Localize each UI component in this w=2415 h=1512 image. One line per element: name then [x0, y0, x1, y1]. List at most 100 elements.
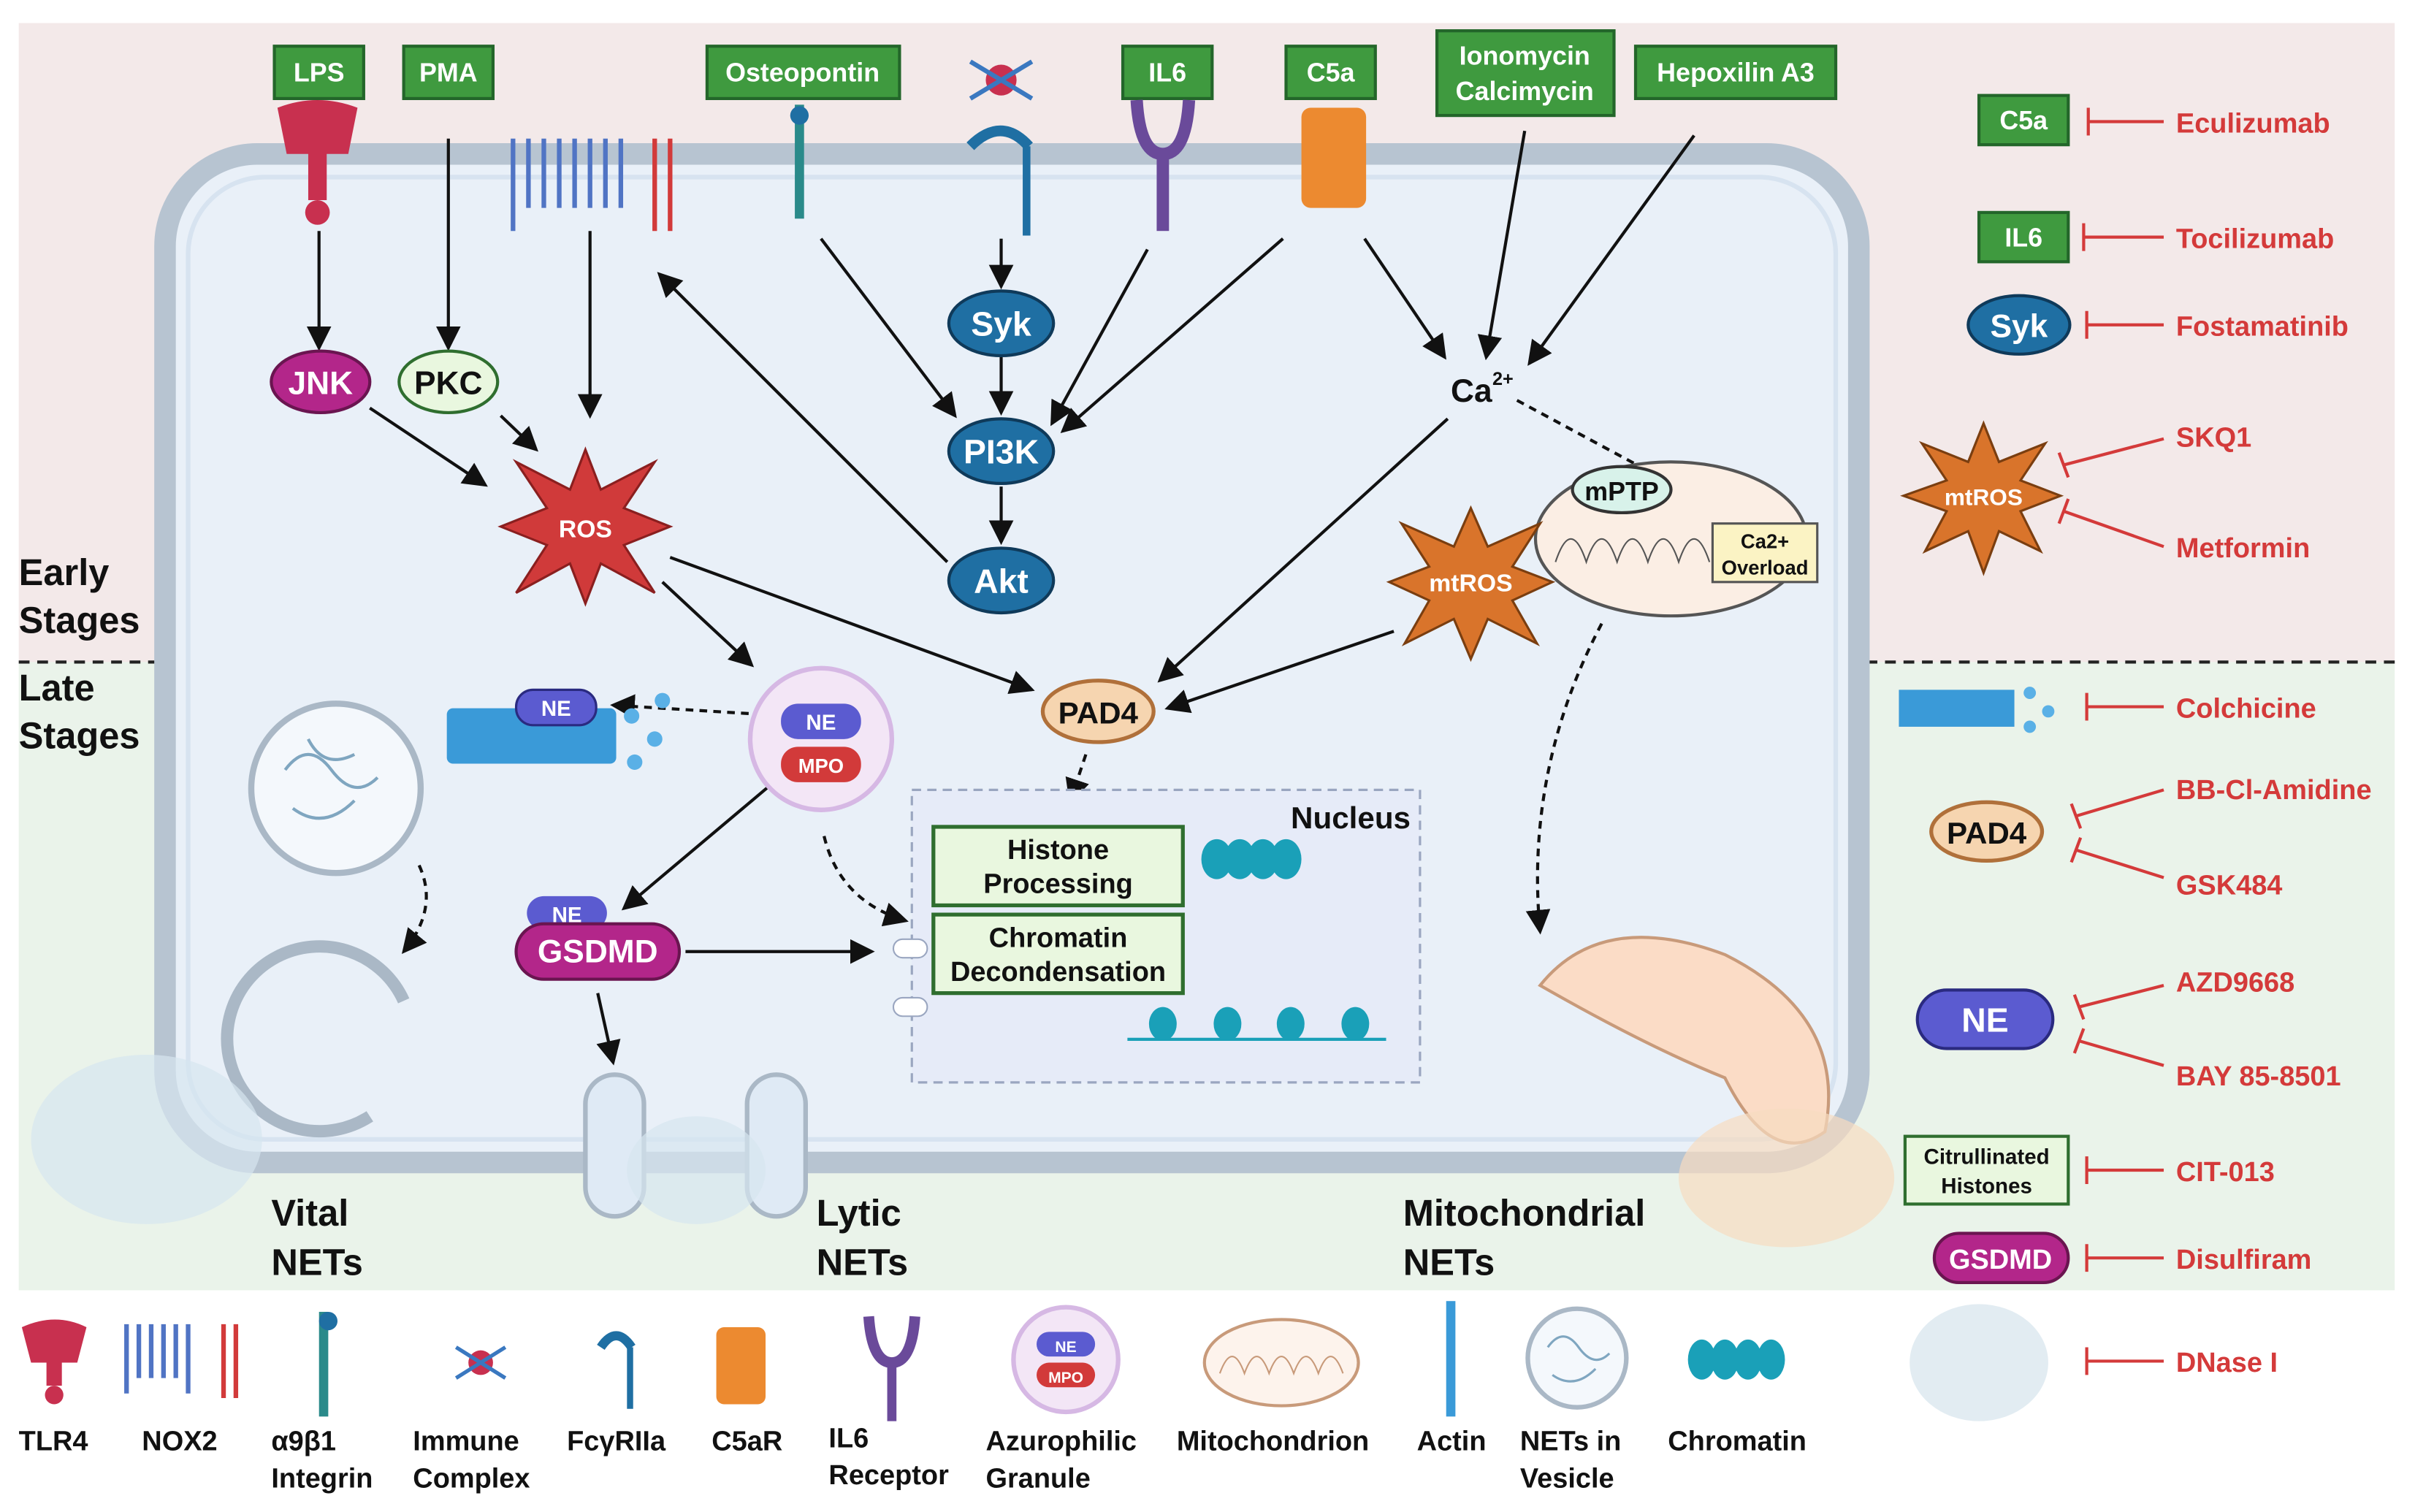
- svg-text:Stages: Stages: [19, 714, 140, 756]
- svg-text:Citrullinated: Citrullinated: [1924, 1145, 2050, 1169]
- svg-text:AZD9668: AZD9668: [2176, 968, 2294, 999]
- svg-text:Processing: Processing: [983, 869, 1133, 900]
- svg-text:Azurophilic: Azurophilic: [985, 1427, 1137, 1457]
- nox2-icon: [511, 138, 673, 232]
- svg-text:Mitochondrion: Mitochondrion: [1177, 1427, 1369, 1457]
- azurophilic-granule: NE MPO: [747, 665, 895, 812]
- stimulus-osteopontin: Osteopontin: [705, 45, 901, 101]
- svg-text:Histones: Histones: [1941, 1175, 2032, 1199]
- legend-chromatin: Chromatin: [1668, 1339, 1807, 1457]
- svg-text:Metformin: Metformin: [2176, 533, 2310, 564]
- svg-text:Chromatin: Chromatin: [1668, 1427, 1807, 1457]
- c5ar-icon: [1301, 107, 1367, 208]
- condensed-chromatin-icon: [1201, 839, 1302, 879]
- svg-text:α9β1: α9β1: [271, 1427, 336, 1457]
- svg-text:mPTP: mPTP: [1584, 477, 1659, 506]
- svg-text:C5aR: C5aR: [711, 1427, 782, 1457]
- svg-text:PMA: PMA: [419, 58, 478, 88]
- pi3k-node: PI3K: [947, 417, 1056, 486]
- svg-text:Disulfiram: Disulfiram: [2176, 1245, 2312, 1275]
- svg-text:GSK484: GSK484: [2176, 871, 2283, 901]
- svg-text:Tocilizumab: Tocilizumab: [2176, 224, 2334, 254]
- svg-text:Akt: Akt: [974, 562, 1029, 600]
- svg-text:Ionomycin: Ionomycin: [1460, 42, 1590, 71]
- svg-text:IL6: IL6: [828, 1423, 869, 1454]
- svg-text:Chromatin: Chromatin: [989, 923, 1128, 953]
- nuclear-pore: [892, 938, 928, 959]
- tlr4-receptor-icon: [277, 100, 358, 225]
- ca-overload-box: Ca2+Overload: [1711, 522, 1819, 584]
- svg-text:Nucleus: Nucleus: [1291, 801, 1411, 835]
- svg-text:Vital: Vital: [271, 1192, 348, 1234]
- svg-text:mtROS: mtROS: [1429, 569, 1512, 597]
- svg-text:GSDMD: GSDMD: [538, 933, 658, 969]
- mitochondrion-swollen-icon: [1538, 936, 1895, 1248]
- therapy-colchicine: Colchicine: [1899, 687, 2316, 733]
- svg-text:Syk: Syk: [971, 305, 1031, 343]
- svg-text:C5a: C5a: [1307, 58, 1356, 88]
- svg-text:2+: 2+: [1492, 369, 1514, 389]
- svg-text:DNase I: DNase I: [2176, 1348, 2278, 1378]
- svg-text:NETs: NETs: [271, 1241, 363, 1283]
- ne-on-microtubule: NE: [514, 688, 598, 727]
- svg-text:NE: NE: [1961, 1001, 2008, 1039]
- svg-text:PKC: PKC: [414, 366, 482, 402]
- akt-node: Akt: [947, 546, 1056, 615]
- svg-text:NETs: NETs: [1403, 1241, 1495, 1283]
- legend-fcgriia: FcγRIIa: [567, 1331, 666, 1457]
- svg-text:NE: NE: [541, 697, 571, 721]
- integrin-icon: [790, 104, 809, 219]
- svg-text:TLR4: TLR4: [19, 1427, 88, 1457]
- stimulus-hepoxilin-a3: Hepoxilin A3: [1633, 45, 1838, 101]
- legend-actin: Actin: [1417, 1301, 1487, 1457]
- svg-text:GSDMD: GSDMD: [1949, 1245, 2052, 1275]
- svg-text:Histone: Histone: [1007, 835, 1109, 866]
- svg-text:Actin: Actin: [1417, 1427, 1487, 1457]
- svg-text:MPO: MPO: [798, 755, 844, 777]
- pkc-node: PKC: [397, 349, 500, 415]
- svg-text:BAY 85-8501: BAY 85-8501: [2176, 1061, 2341, 1092]
- svg-text:Decondensation: Decondensation: [950, 957, 1166, 988]
- pad4-node: PAD4: [1040, 679, 1156, 744]
- immune-complex-icon: [969, 59, 1034, 101]
- legend-nets-vesicle: NETs in Vesicle: [1520, 1306, 1629, 1494]
- nuclear-pore: [892, 996, 928, 1017]
- nets-in-vesicle-icon: [248, 700, 424, 877]
- fcgriia-icon: [966, 125, 1033, 236]
- svg-text:C5a: C5a: [1999, 106, 2048, 135]
- svg-text:Calcimycin: Calcimycin: [1456, 77, 1594, 106]
- svg-text:NE: NE: [806, 711, 836, 735]
- syk-node: Syk: [947, 289, 1056, 358]
- svg-text:FcγRIIa: FcγRIIa: [567, 1427, 666, 1457]
- svg-text:Hepoxilin A3: Hepoxilin A3: [1657, 58, 1815, 88]
- svg-text:Fostamatinib: Fostamatinib: [2176, 312, 2349, 343]
- svg-text:mtROS: mtROS: [1945, 484, 2023, 510]
- svg-text:Complex: Complex: [413, 1463, 530, 1494]
- late-stages-label: Late Stages: [19, 667, 140, 756]
- legend-c5ar: C5aR: [711, 1327, 782, 1457]
- svg-text:CIT-013: CIT-013: [2176, 1157, 2275, 1188]
- svg-text:Vesicle: Vesicle: [1520, 1463, 1614, 1494]
- svg-text:NETs in: NETs in: [1520, 1427, 1621, 1457]
- svg-text:Ca: Ca: [1451, 373, 1492, 409]
- svg-text:MPO: MPO: [1048, 1370, 1083, 1386]
- svg-text:Granule: Granule: [985, 1463, 1090, 1494]
- ros-label: ROS: [559, 516, 612, 543]
- svg-text:PAD4: PAD4: [1947, 816, 2027, 850]
- svg-text:Stages: Stages: [19, 599, 140, 641]
- legend-tlr4: TLR4: [19, 1319, 88, 1457]
